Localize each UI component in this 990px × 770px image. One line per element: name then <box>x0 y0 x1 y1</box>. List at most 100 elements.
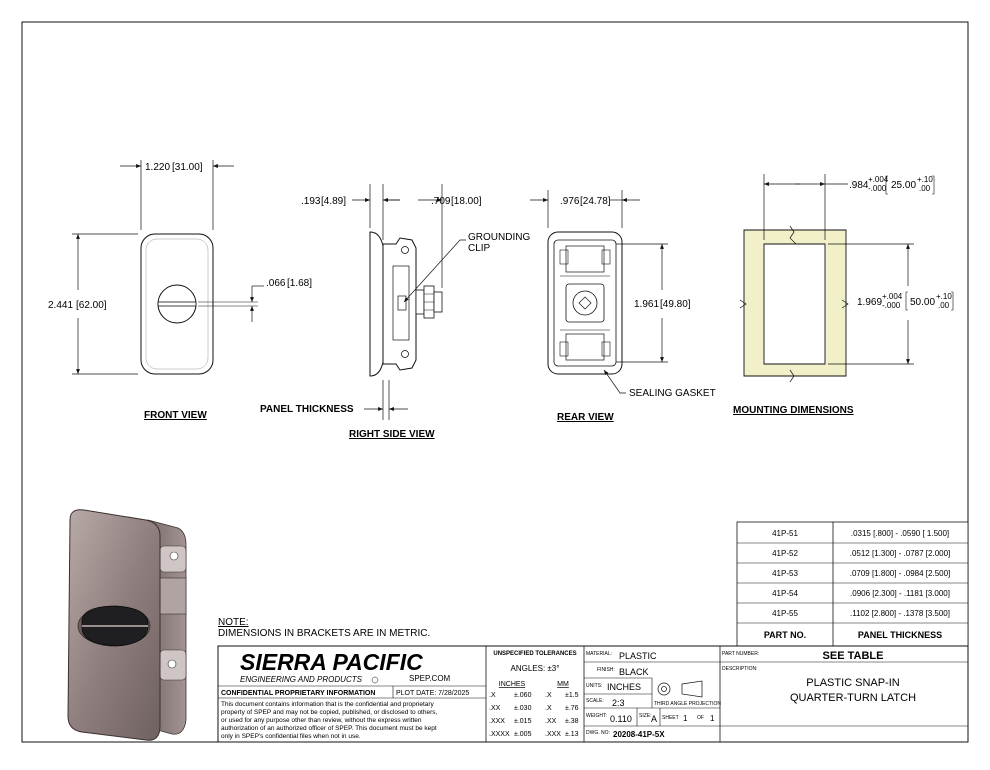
dwg-label: DWG. NO: <box>586 730 610 736</box>
side-bezel <box>369 231 384 377</box>
iso-render <box>67 509 187 741</box>
part-number-label: PART NUMBER: <box>722 651 759 657</box>
projection-label: THIRD ANGLE PROJECTION <box>654 701 721 707</box>
front-width-dim-mm: [31.00] <box>172 162 203 173</box>
description-line-2: QUARTER-TURN LATCH <box>790 692 916 704</box>
tol-1-in-val: ±.060 <box>514 692 532 699</box>
rear-view-title: REAR VIEW <box>557 412 614 423</box>
confidential-line-1: This document contains information that … <box>221 701 435 708</box>
mounting-dimensions: .984 +.004 -.000 25.00 +.10 .00 1.969 +.… <box>733 174 954 416</box>
tol-3-mm-val: ±.38 <box>565 718 579 725</box>
side-housing <box>382 237 417 371</box>
mount-height-minus: -.000 <box>882 301 901 310</box>
mount-height-mm-plus: +.10 <box>936 292 952 301</box>
sheet-of-label: OF <box>697 715 704 721</box>
front-height-dim-mm: [62.00] <box>76 300 107 311</box>
side-dim-a: .193 <box>301 196 321 207</box>
confidential-line-2: property of SPEP and may not be copied, … <box>221 709 438 716</box>
mounting-view-title: MOUNTING DIMENSIONS <box>733 405 854 416</box>
tol-3-mm: .XX <box>545 718 557 725</box>
part-row-5-part: 41P-55 <box>772 609 798 618</box>
tol-3-in-val: ±.015 <box>514 718 532 725</box>
sheet-label: SHEET <box>662 715 679 721</box>
mount-height-mm-minus: .00 <box>938 301 950 310</box>
side-dim-b-mm: [18.00] <box>451 196 482 207</box>
confidential-line-3: or used for any purpose other than revie… <box>221 717 422 724</box>
tol-2-in: .XX <box>489 705 501 712</box>
tolerances-title: UNSPECIFIED TOLERANCES <box>493 651 576 657</box>
dwg-number: 20208-41P-5X <box>613 730 665 739</box>
scale-value: 2:3 <box>612 698 625 708</box>
size-label: SIZE: <box>639 713 652 719</box>
mount-width-mm: 25.00 <box>891 180 916 191</box>
weight-value: 0.110 <box>610 714 632 724</box>
mount-width-minus: -.000 <box>868 184 887 193</box>
sealing-gasket-label: SEALING GASKET <box>629 388 716 399</box>
description-label: DESCRIPTION: <box>722 666 758 672</box>
confidential-line-4: authorization of an authorized officer o… <box>221 725 437 732</box>
title-block: SIERRA PACIFIC ENGINEERING AND PRODUCTS … <box>217 645 969 743</box>
company-subtitle: ENGINEERING AND PRODUCTS <box>240 675 363 684</box>
tolerance-inches-label: INCHES <box>499 681 526 688</box>
front-slot-dim-mm: [1.68] <box>287 278 312 289</box>
note-title: NOTE: <box>218 617 249 628</box>
registered-icon <box>371 676 379 684</box>
tol-2-mm: .X <box>545 705 552 712</box>
front-view-title: FRONT VIEW <box>144 410 207 421</box>
units-value: INCHES <box>607 682 641 692</box>
side-dim-b: .709 <box>431 196 451 207</box>
part-number-value: SEE TABLE <box>823 650 884 662</box>
tol-1-mm-val: ±1.5 <box>565 692 579 699</box>
rear-height-dim: 1.961 <box>634 299 659 310</box>
description-line-1: PLASTIC SNAP-IN <box>806 677 900 689</box>
confidential-line-5: only in SPEP's confidential files when n… <box>221 733 361 740</box>
mount-width-plus: +.004 <box>868 175 889 184</box>
part-table: 41P-51 .0315 [.800] - .0590 [ 1.500] 41P… <box>736 521 969 647</box>
size-value: A <box>651 714 657 724</box>
rear-width-dim: .976 <box>560 196 580 207</box>
scale-label: SCALE: <box>586 698 604 704</box>
tol-4-in: .XXXX <box>489 731 510 738</box>
tol-1-mm: .X <box>545 692 552 699</box>
rear-height-dim-mm: [49.80] <box>660 299 691 310</box>
tol-3-in: .XXX <box>489 718 505 725</box>
tolerance-angles: ANGLES: ±3° <box>511 664 560 673</box>
rear-width-dim-mm: [24.78] <box>580 196 611 207</box>
tol-4-mm-val: ±.13 <box>565 731 579 738</box>
tol-4-mm: .XXX <box>545 731 561 738</box>
company-name: SIERRA PACIFIC <box>240 649 423 675</box>
front-slot <box>157 301 197 307</box>
sheet-total: 1 <box>710 714 715 723</box>
part-table-header-thickness: PANEL THICKNESS <box>858 630 942 640</box>
side-view-title: RIGHT SIDE VIEW <box>349 429 435 440</box>
tol-2-mm-val: ±.76 <box>565 705 579 712</box>
projection-symbol-cone <box>681 680 703 698</box>
rear-housing <box>553 239 617 367</box>
mounting-panel <box>743 229 847 377</box>
tol-4-in-val: ±.005 <box>514 731 532 738</box>
weight-label: WEIGHT: <box>586 713 607 719</box>
tol-2-in-val: ±.030 <box>514 705 532 712</box>
sheet-value: 1 <box>683 714 688 723</box>
material-label: MATERIAL: <box>586 651 612 657</box>
grounding-clip-label-2: CLIP <box>468 243 491 254</box>
mount-height-plus: +.004 <box>882 292 903 301</box>
part-row-1-thickness: .0315 [.800] - .0590 [ 1.500] <box>851 529 949 538</box>
plot-date: PLOT DATE: 7/28/2025 <box>396 690 469 697</box>
part-row-4-part: 41P-54 <box>772 589 798 598</box>
mount-width-mm-plus: +.10 <box>917 175 933 184</box>
part-row-2-part: 41P-52 <box>772 549 798 558</box>
finish-label: FINISH: <box>597 667 615 673</box>
note-block: NOTE: DIMENSIONS IN BRACKETS ARE IN METR… <box>218 617 430 639</box>
material-value: PLASTIC <box>619 651 657 661</box>
part-row-3-thickness: .0709 [1.800] - .0984 [2.500] <box>850 569 951 578</box>
part-row-3-part: 41P-53 <box>772 569 798 578</box>
company-website: SPEP.COM <box>409 674 451 683</box>
confidential-title: CONFIDENTIAL PROPRIETARY INFORMATION <box>221 690 375 697</box>
tol-1-in: .X <box>489 692 496 699</box>
units-label: UNITS: <box>586 683 602 689</box>
rear-view: .976 [24.78] 1.961 [49.80] SEALING GASKE… <box>530 190 716 423</box>
part-row-2-thickness: .0512 [1.300] - .0787 [2.000] <box>850 549 951 558</box>
panel-thickness-label: PANEL THICKNESS <box>260 404 354 415</box>
